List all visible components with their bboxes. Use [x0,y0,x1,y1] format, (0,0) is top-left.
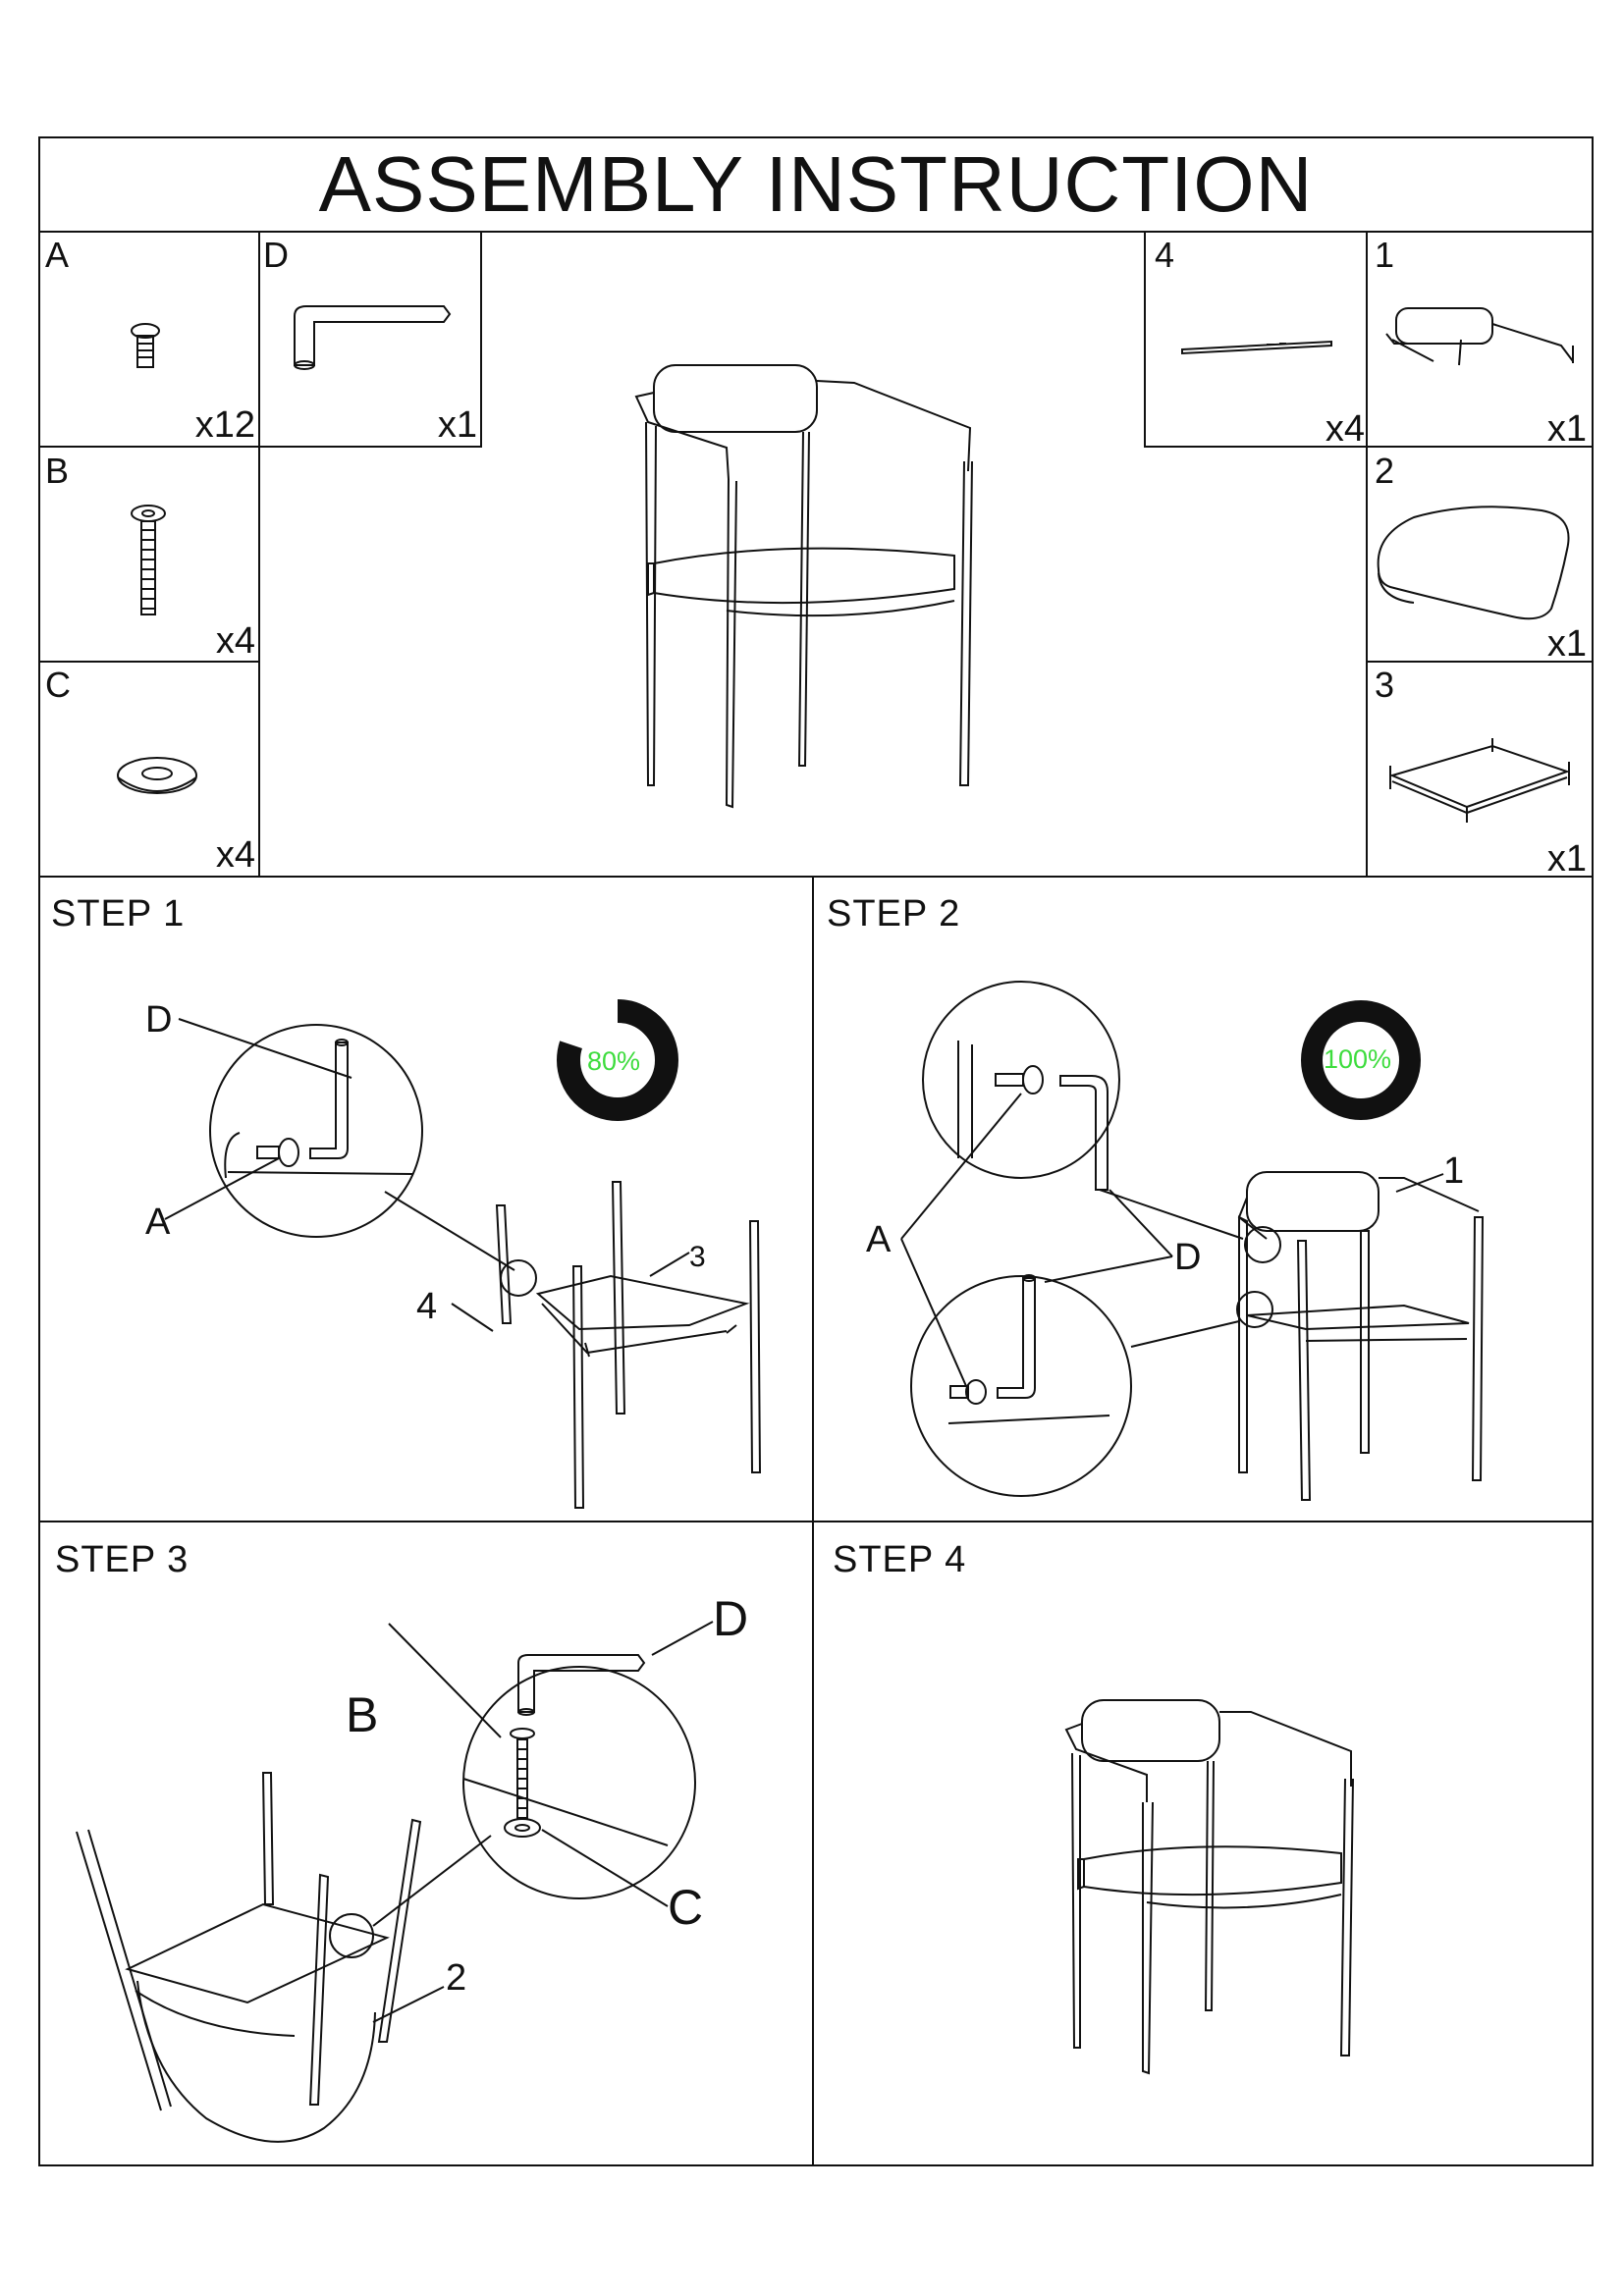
progress-ring-step2 [1301,1000,1421,1120]
step2-callout-a: A [866,1219,892,1260]
allen-key-icon [294,305,452,370]
step2-illustration [900,981,1485,1501]
part-qty-1: x1 [1546,408,1587,450]
step2-callout-part1: 1 [1443,1150,1465,1192]
step1-callout-a: A [145,1201,171,1243]
part-label-4: 4 [1155,235,1175,275]
step2-progress-label: 100% [1324,1044,1392,1074]
step3-callout-d: D [713,1591,749,1646]
step3-illustration [76,1621,714,2143]
part-label-d: D [263,235,289,275]
part-qty-2: x1 [1546,623,1587,665]
step1-callout-part3: 3 [689,1241,706,1273]
screw-a-icon [131,323,160,368]
step-1-heading: STEP 1 [51,893,186,934]
part-qty-4: x4 [1325,408,1365,450]
part-label-b: B [45,451,70,491]
step-2-heading: STEP 2 [827,893,961,934]
step1-callout-d: D [145,999,173,1041]
seat-icon [1377,506,1570,620]
outer-frame [38,136,1594,2166]
step3-callout-c: C [668,1880,704,1935]
part-label-2: 2 [1375,451,1395,491]
chair-overview-illustration [634,364,973,809]
chair-final-illustration [1064,1699,1354,2075]
step-3-heading: STEP 3 [55,1539,189,1580]
part-qty-b: x4 [215,620,255,662]
washer-c-icon [117,757,197,794]
step2-callout-d: D [1174,1237,1202,1278]
step1-illustration [164,1018,762,1509]
part-qty-3: x1 [1546,838,1587,880]
step1-progress-label: 80% [587,1046,641,1076]
part-qty-a: x12 [194,404,255,446]
backrest-frame-icon [1385,307,1574,366]
part-label-a: A [45,235,70,275]
step1-callout-part4: 4 [416,1286,438,1327]
leg-frame-icon [1389,738,1571,823]
part-qty-d: x1 [437,404,477,446]
part-qty-c: x4 [215,834,255,876]
step-4-heading: STEP 4 [833,1539,967,1580]
part-label-3: 3 [1375,665,1395,705]
page-title: ASSEMBLY INSTRUCTION [318,140,1314,228]
step3-callout-b: B [346,1687,379,1742]
bolt-b-icon [131,505,166,615]
stretcher-bar-icon [1181,340,1332,355]
step3-callout-part2: 2 [446,1957,467,1999]
part-label-1: 1 [1375,235,1395,275]
progress-ring-step1 [557,999,678,1121]
part-label-c: C [45,665,71,705]
